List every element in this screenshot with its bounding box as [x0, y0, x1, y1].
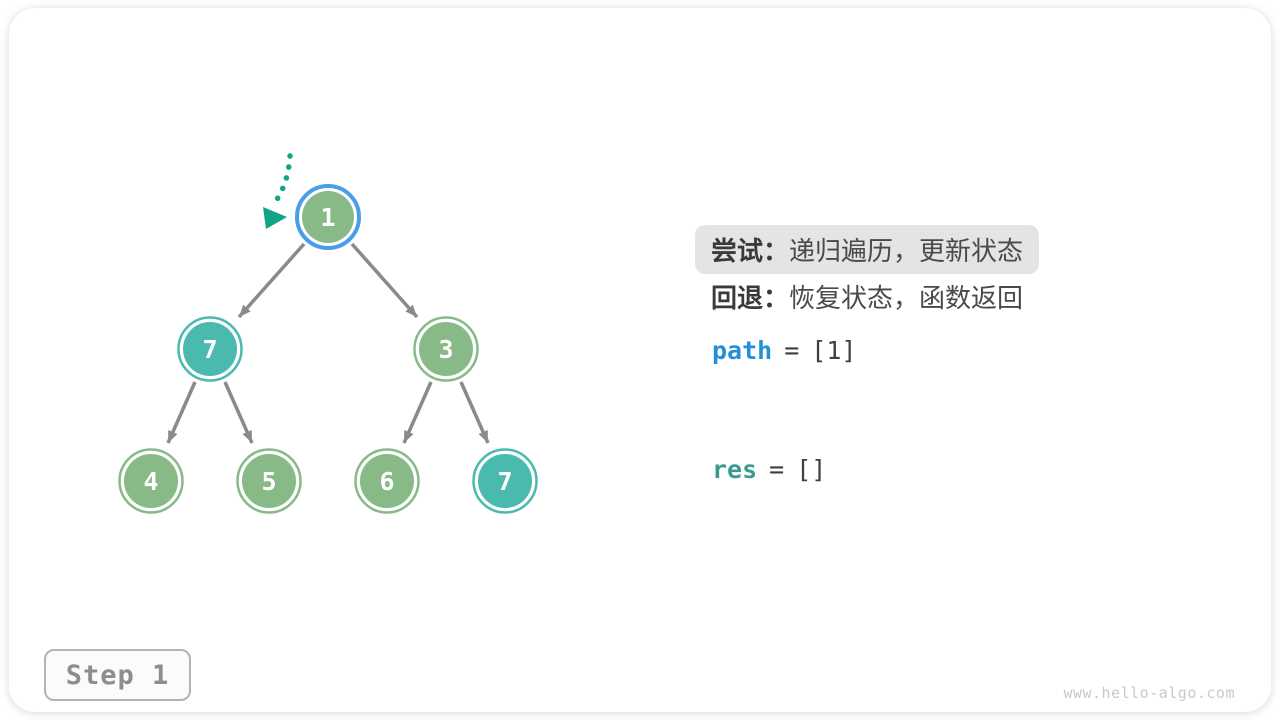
path-variable-name: path	[712, 336, 773, 365]
backtrack-legend: 回退：恢复状态，函数返回	[711, 283, 1023, 313]
edge-7-5	[223, 381, 254, 444]
tree-node-5: 5	[236, 448, 302, 514]
tree-node-6: 6	[354, 448, 420, 514]
res-variable-line: res = []	[712, 455, 826, 485]
figure-card: 1 7 3 4 5 6	[9, 8, 1271, 712]
tree-node-4: 4	[118, 448, 184, 514]
node-value: 3	[438, 335, 453, 364]
edge-3-7	[459, 381, 490, 444]
backtrack-label: 回退：	[711, 283, 790, 313]
node-value: 1	[320, 203, 335, 232]
edge-3-6	[402, 381, 433, 444]
backtrack-text: 恢复状态，函数返回	[789, 283, 1024, 313]
res-value: []	[796, 455, 827, 484]
binary-tree-diagram: 1 7 3 4 5 6	[118, 153, 538, 514]
edge-7-4	[166, 381, 197, 444]
recursion-entry-arrow-icon	[263, 153, 293, 229]
try-legend-highlighted: 尝试：递归遍历，更新状态	[695, 225, 1040, 274]
edge-1-3	[350, 242, 419, 319]
tree-edges	[166, 242, 490, 444]
node-value: 4	[143, 467, 158, 496]
node-value: 5	[261, 467, 276, 496]
res-equals-sign: =	[769, 455, 785, 484]
try-text: 递归遍历，更新状态	[789, 236, 1024, 266]
watermark: www.hello-algo.com	[1063, 684, 1235, 702]
node-value: 7	[202, 335, 217, 364]
tree-node-7-right: 7	[472, 448, 538, 514]
path-variable-line: path = [1]	[712, 336, 856, 366]
tree-node-3: 3	[413, 316, 479, 382]
try-label: 尝试：	[711, 236, 790, 266]
tree-node-7-left: 7	[177, 316, 243, 382]
step-badge: Step 1	[44, 649, 191, 701]
path-value: [1]	[811, 336, 857, 365]
edge-1-7	[237, 242, 306, 319]
path-equals-sign: =	[784, 336, 800, 365]
res-variable-name: res	[712, 455, 758, 484]
node-value: 7	[497, 467, 512, 496]
node-value: 6	[379, 467, 394, 496]
tree-node-1-active: 1	[295, 184, 361, 250]
